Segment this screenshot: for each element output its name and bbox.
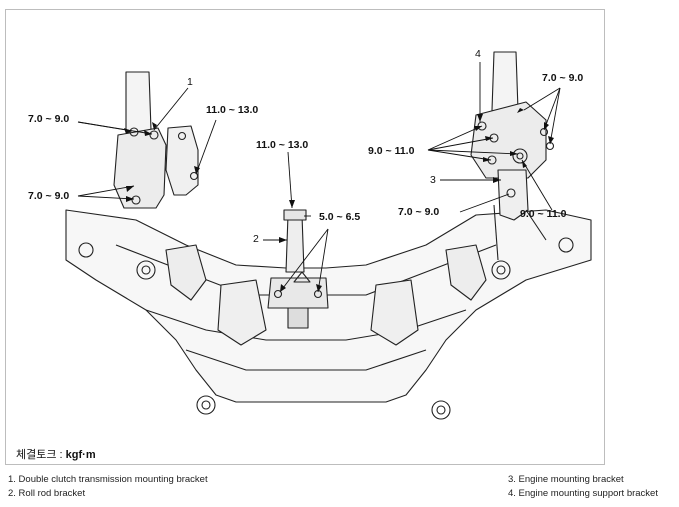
callout-3: 3 <box>430 174 436 186</box>
torque-label-support-bracket: 9.0 ~ 11.0 <box>368 145 415 157</box>
torque-label-left-lower: 7.0 ~ 9.0 <box>28 190 70 202</box>
left-small-bracket <box>165 125 199 196</box>
subframe-body <box>65 209 592 403</box>
torque-unit: 체결토크 : kgf·m <box>16 446 96 462</box>
legend-item-2: 2. Roll rod bracket <box>8 488 86 499</box>
engine-support-bracket-shape <box>470 101 547 179</box>
torque-label-roll-rod: 11.0 ~ 13.0 <box>256 139 309 151</box>
legend-item-4: 4. Engine mounting support bracket <box>508 488 658 499</box>
torque-label-right-upper: 7.0 ~ 9.0 <box>542 72 584 84</box>
callout-2: 2 <box>253 233 259 245</box>
torque-label-right-lower: 9.0 ~ 11.0 <box>520 208 567 220</box>
torque-label-left-bracket: 11.0 ~ 13.0 <box>206 104 259 116</box>
callout-1: 1 <box>187 76 193 88</box>
legend-item-1: 1. Double clutch transmission mounting b… <box>8 474 208 485</box>
engine-mount-bracket-shape <box>497 169 529 221</box>
torque-label-left-upper: 7.0 ~ 9.0 <box>28 113 70 125</box>
subframe-diagram <box>65 51 592 420</box>
diagram-frame: 1 2 3 4 7.0 ~ 9.0 7.0 ~ 9.0 11.0 ~ 13.0 … <box>5 9 605 465</box>
torque-label-roll-rod-bracket: 5.0 ~ 6.5 <box>319 211 361 223</box>
torque-label-engine-mount: 7.0 ~ 9.0 <box>398 206 440 218</box>
callout-4: 4 <box>475 48 481 60</box>
torque-unit-label: 체결토크 : <box>16 449 66 461</box>
torque-unit-value: kgf·m <box>65 449 96 461</box>
left-column <box>125 71 152 139</box>
roll-rod-bracket <box>267 277 329 309</box>
transmission-bracket-shape <box>113 127 167 209</box>
legend-item-3: 3. Engine mounting bracket <box>508 474 624 485</box>
